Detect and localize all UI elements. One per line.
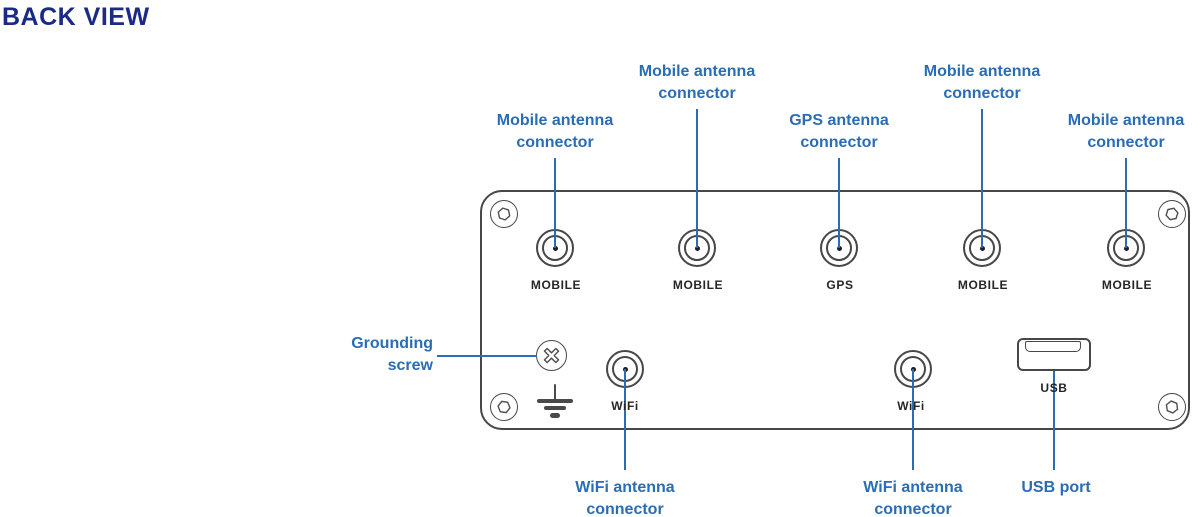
leader-line bbox=[696, 109, 698, 248]
callout-mobile-antenna-4: Mobile antenna connector bbox=[1068, 110, 1184, 154]
callout-line: WiFi antenna bbox=[863, 479, 963, 496]
callout-wifi-antenna-left: WiFi antenna connector bbox=[575, 477, 674, 517]
port-label-mobile-3: MOBILE bbox=[957, 278, 1009, 292]
corner-screw-icon bbox=[490, 393, 518, 421]
callout-line: Mobile antenna bbox=[496, 112, 614, 129]
port-label-wifi-left: WiFi bbox=[611, 399, 639, 413]
callout-line: connector bbox=[1087, 134, 1165, 151]
callout-line: connector bbox=[516, 134, 594, 151]
page-title: BACK VIEW bbox=[2, 3, 150, 31]
port-label-wifi-right: WiFi bbox=[897, 399, 925, 413]
usb-port-icon bbox=[1017, 338, 1091, 371]
callout-line: connector bbox=[943, 85, 1021, 102]
leader-line bbox=[624, 369, 626, 470]
leader-line bbox=[1125, 158, 1127, 248]
earth-ground-icon bbox=[536, 384, 574, 420]
grounding-screw-icon bbox=[536, 340, 567, 371]
corner-screw-icon bbox=[1158, 200, 1186, 228]
corner-screw-icon bbox=[1158, 393, 1186, 421]
leader-line bbox=[437, 355, 537, 357]
leader-line bbox=[838, 158, 840, 248]
port-label-mobile-2: MOBILE bbox=[672, 278, 724, 292]
mobile-connector-2-icon bbox=[677, 228, 717, 268]
callout-line: connector bbox=[586, 501, 664, 517]
usb-tongue bbox=[1025, 341, 1081, 352]
callout-line: Mobile antenna bbox=[638, 63, 756, 80]
port-label-gps: GPS bbox=[826, 278, 854, 292]
callout-line: GPS antenna bbox=[789, 112, 889, 129]
callout-line: Mobile antenna bbox=[923, 63, 1041, 80]
leader-line bbox=[981, 109, 983, 248]
callout-mobile-antenna-3: Mobile antenna connector bbox=[924, 61, 1040, 105]
callout-line: screw bbox=[387, 357, 433, 374]
corner-screw-icon bbox=[490, 200, 518, 228]
callout-mobile-antenna-1: Mobile antenna connector bbox=[497, 110, 613, 154]
callout-line: connector bbox=[800, 134, 878, 151]
leader-line bbox=[554, 158, 556, 248]
leader-line bbox=[1053, 371, 1055, 470]
port-label-mobile-4: MOBILE bbox=[1101, 278, 1153, 292]
callout-line: WiFi antenna bbox=[575, 479, 675, 496]
callout-gps-antenna: GPS antenna connector bbox=[789, 110, 889, 154]
callout-line: connector bbox=[658, 85, 736, 102]
leader-line bbox=[912, 369, 914, 470]
device-back-panel bbox=[480, 190, 1190, 430]
callout-line: connector bbox=[874, 501, 952, 517]
callout-wifi-antenna-right: WiFi antenna connector bbox=[863, 477, 962, 517]
port-label-mobile-1: MOBILE bbox=[530, 278, 582, 292]
port-label-usb: USB bbox=[1040, 381, 1068, 395]
callout-grounding-screw: Grounding screw bbox=[351, 333, 433, 377]
callout-line: USB port bbox=[1021, 479, 1091, 496]
callout-line: Mobile antenna bbox=[1067, 112, 1185, 129]
callout-line: Grounding bbox=[351, 335, 433, 352]
callout-usb-port: USB port bbox=[1021, 477, 1090, 499]
callout-mobile-antenna-2: Mobile antenna connector bbox=[639, 61, 755, 105]
